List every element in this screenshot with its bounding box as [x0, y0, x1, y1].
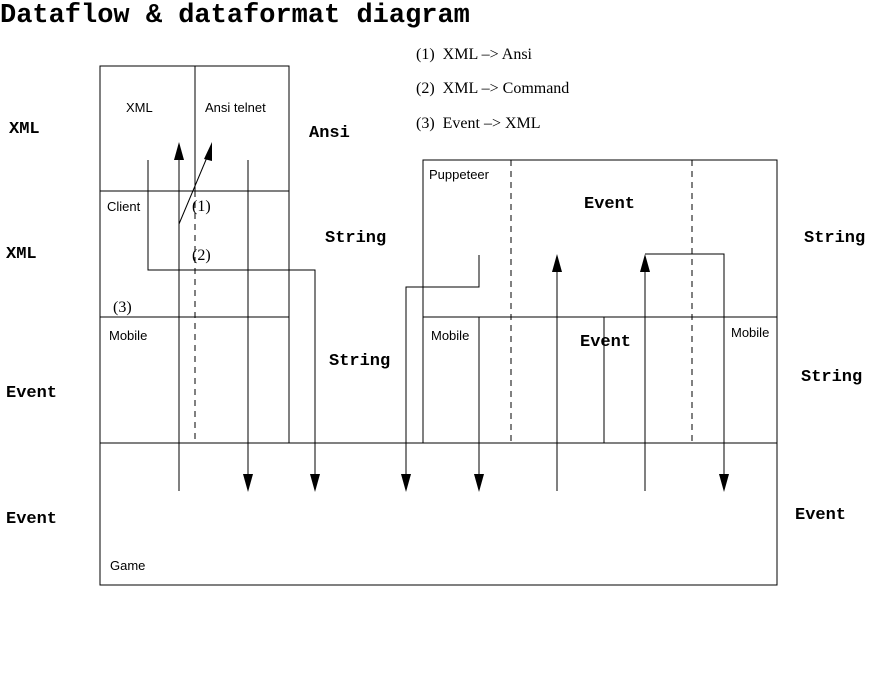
flow-line-puppeteer-to-game	[405, 255, 480, 478]
string-format-label: String	[329, 352, 390, 371]
xml-cell-label: XML	[126, 100, 153, 115]
event-format-label: Event	[795, 506, 846, 525]
marker-2: (2)	[192, 247, 211, 264]
mobile-label-right-1: Mobile	[431, 328, 469, 343]
marker-3: (3)	[113, 299, 132, 316]
left-format-label: Event	[6, 384, 57, 403]
game-component: Game	[99, 442, 778, 586]
legend-item-1: (1)XML –> Ansi	[416, 46, 533, 63]
left-format-label: XML	[6, 245, 37, 264]
flow-line-xml-to-ansi	[178, 154, 209, 225]
event-format-label: Event	[580, 333, 631, 352]
flow-line-xml-to-command	[147, 160, 316, 478]
legend-item-3: (3)Event –> XML	[416, 115, 541, 132]
game-label: Game	[110, 558, 145, 573]
diagram-title: Dataflow & dataformat diagram	[0, 1, 470, 31]
client-label: Client	[107, 199, 141, 214]
marker-1: (1)	[192, 198, 211, 215]
ansi-format-label: Ansi	[309, 124, 350, 143]
arrowhead-down-icon	[719, 474, 729, 492]
game-frame	[99, 442, 778, 586]
arrowhead-up-icon	[640, 254, 650, 272]
string-format-label: String	[804, 229, 865, 248]
arrowhead-up-icon	[174, 142, 184, 160]
arrowhead-diagonal-icon	[204, 142, 212, 161]
arrowhead-down-icon	[474, 474, 484, 492]
arrowhead-down-icon	[310, 474, 320, 492]
string-format-label: String	[801, 368, 862, 387]
flow-arrows	[147, 142, 729, 492]
left-component-stack: XML Ansi telnet Client Mobile (1) (2) (3…	[99, 65, 290, 444]
flow-line-mobile-return	[645, 253, 725, 478]
arrowhead-up-icon	[552, 254, 562, 272]
mobile-label-left: Mobile	[109, 328, 147, 343]
mobile-label-right-2: Mobile	[731, 325, 769, 340]
legend: (1)XML –> Ansi (2)XML –> Command (3)Even…	[416, 46, 569, 132]
arrowhead-down-icon	[401, 474, 411, 492]
right-component-stack: Puppeteer Event Mobile Event Mobile	[422, 159, 778, 444]
left-format-label: XML	[9, 120, 40, 139]
left-format-label: Event	[6, 510, 57, 529]
string-format-label: String	[325, 229, 386, 248]
event-format-label: Event	[584, 195, 635, 214]
puppeteer-label: Puppeteer	[429, 167, 490, 182]
ansi-telnet-cell-label: Ansi telnet	[205, 100, 266, 115]
arrowhead-down-icon	[243, 474, 253, 492]
legend-item-2: (2)XML –> Command	[416, 80, 569, 97]
